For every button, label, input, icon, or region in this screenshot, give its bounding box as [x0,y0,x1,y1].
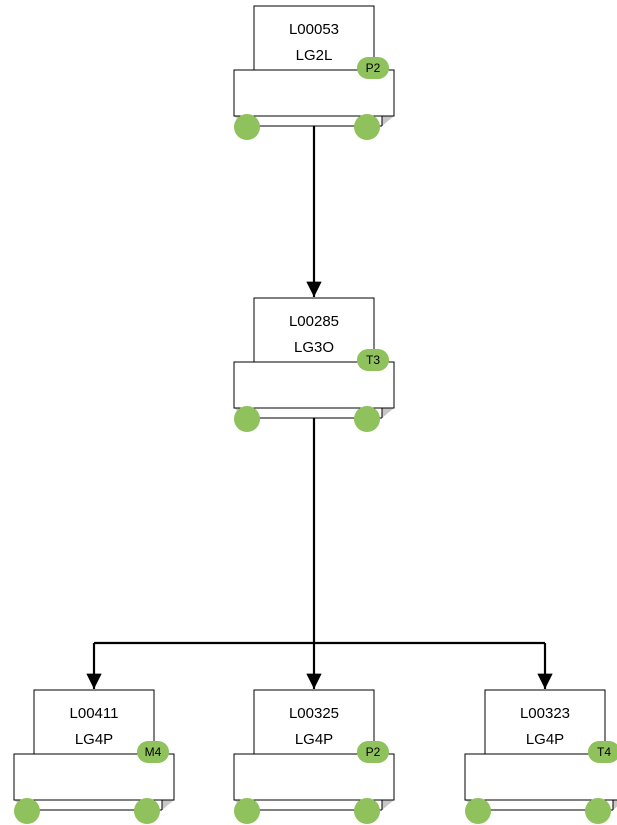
tray-shadow-right [382,800,394,810]
node-code: L00411 [70,705,119,722]
node-badge: T3 [366,353,380,367]
badge-icon [137,741,169,763]
foot-left-icon [14,798,40,824]
badge-icon [357,349,389,371]
badge-icon [588,741,617,763]
node-code: L00053 [289,21,339,38]
node-badge: T4 [597,745,611,759]
node-label-box [484,689,606,755]
foot-right-icon [354,114,380,140]
node-group: LG3O [294,339,334,356]
foot-right-icon [585,798,611,824]
node-group: LG4P [75,731,113,748]
node-tray [464,753,617,801]
tray-shadow-right [382,408,394,418]
node-group: LG2L [296,47,333,64]
node-group: LG4P [526,731,564,748]
node-badge: M4 [145,745,162,759]
tray-shadow-right [382,116,394,126]
node-code: L00325 [289,705,339,722]
foot-right-icon [354,406,380,432]
badge-icon [357,741,389,763]
foot-left-icon [234,798,260,824]
tray-shadow-right [613,800,617,810]
node-code: L00285 [289,313,339,330]
node-badge: P2 [366,745,381,759]
node-label-box [253,297,375,363]
tray-shadow-right [162,800,174,810]
foot-right-icon [134,798,160,824]
node-group: LG4P [295,731,333,748]
foot-left-icon [234,406,260,432]
nodes-layer: L00053LG2LP2L00285LG3OT3L00411LG4PM4L003… [13,5,617,824]
node-label-box [33,689,155,755]
foot-left-icon [465,798,491,824]
foot-left-icon [234,114,260,140]
foot-right-icon [354,798,380,824]
node-code: L00323 [520,705,570,722]
node-badge: P2 [366,61,381,75]
edges-layer [86,126,553,689]
node-label-box [253,689,375,755]
badge-icon [357,57,389,79]
